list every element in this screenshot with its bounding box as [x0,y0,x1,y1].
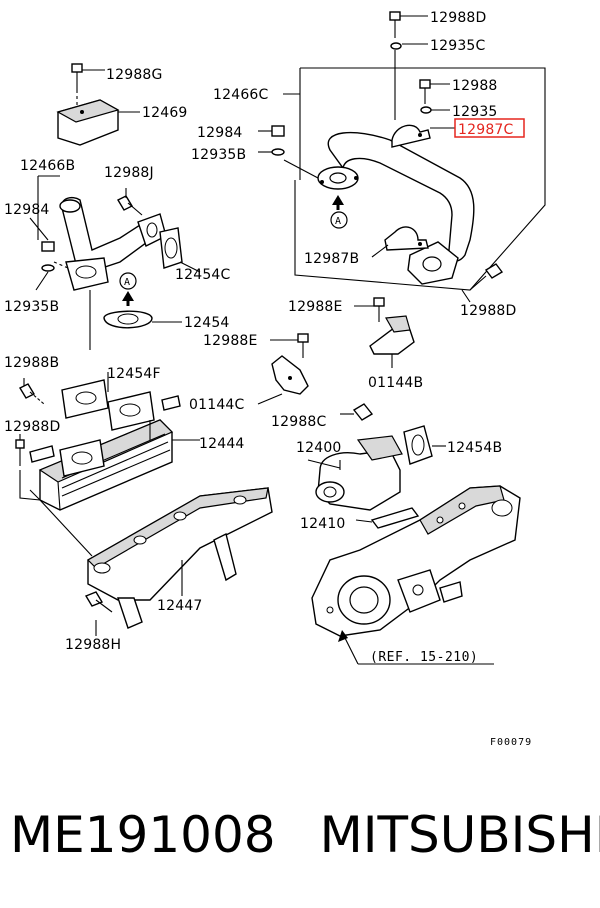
label-01144B: 01144B [368,375,423,391]
view-a-marker-right: A [335,216,342,227]
reference-note: (REF. 15-210) [370,650,478,665]
bracket-group [39,420,273,636]
label-12466B: 12466B [20,158,75,174]
label-12984-left: 12984 [4,202,50,218]
label-12935B-right: 12935B [191,147,246,163]
label-12454B: 12454B [447,440,502,456]
label-12400: 12400 [296,440,342,456]
label-01144C: 01144C [189,397,245,413]
label-12988H: 12988H [65,637,121,653]
label-12987C-highlighted: 12987C [458,122,514,138]
label-12447: 12447 [157,598,203,614]
label-12454F: 12454F [107,366,161,382]
egr-cooler-group [15,372,200,511]
brand-name: MITSUBISHI [319,806,600,864]
part-number: ME191008 [10,806,276,864]
label-12988D-right: 12988D [460,303,517,319]
view-a-marker-left: A [124,277,131,288]
label-12988G: 12988G [106,67,163,83]
label-12935B-left: 12935B [4,299,59,315]
center-bracket-group [257,297,415,421]
label-12466C: 12466C [213,87,269,103]
label-12988C: 12988C [271,414,327,430]
label-12988D-left: 12988D [4,419,61,435]
figure-code: F00079 [490,737,532,748]
label-12454: 12454 [184,315,230,331]
label-12984-right: 12984 [197,125,243,141]
label-12935: 12935 [452,104,498,120]
label-12454C: 12454C [175,267,231,283]
label-12988D-top: 12988D [430,10,487,26]
egr-pipe-group: A [258,11,546,303]
highlight-box [454,118,525,138]
egr-valve-group [307,425,521,665]
upper-left-group: A [29,63,201,350]
label-12987B: 12987B [304,251,359,267]
label-12988E-mid: 12988E [288,299,343,315]
label-12988B: 12988B [4,355,59,371]
footer-caption: ME191008 MITSUBISHI [10,800,600,870]
label-12935C-top: 12935C [430,38,486,54]
label-12444: 12444 [199,436,245,452]
label-12988J: 12988J [104,165,154,181]
label-12988: 12988 [452,78,498,94]
label-12469: 12469 [142,105,188,121]
label-12410: 12410 [300,516,346,532]
label-12988E: 12988E [203,333,258,349]
